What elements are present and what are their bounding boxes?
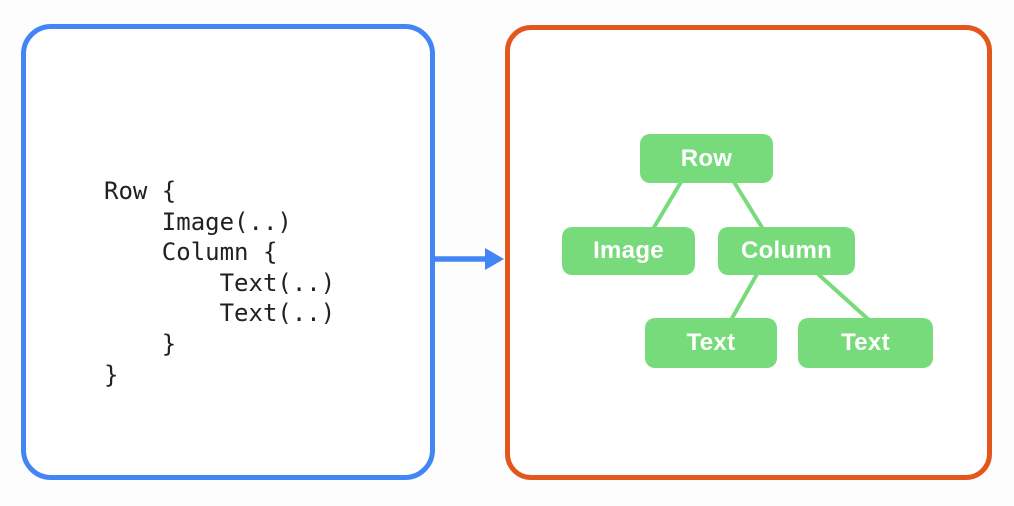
- tree-node-image: Image: [562, 227, 695, 275]
- right-arrow-icon: [433, 248, 504, 270]
- tree-node-text-1: Text: [645, 318, 777, 368]
- code-block: Row { Image(..) Column { Text(..) Text(.…: [104, 177, 336, 389]
- tree-node-row: Row: [640, 134, 773, 183]
- code-panel: [21, 24, 435, 480]
- tree-node-text-2: Text: [798, 318, 933, 368]
- tree-node-column: Column: [718, 227, 855, 275]
